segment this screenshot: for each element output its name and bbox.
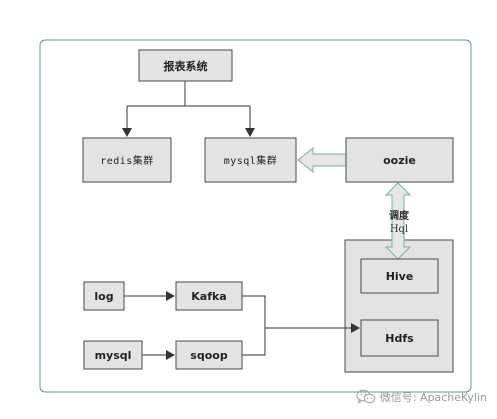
node-label: Hive bbox=[386, 270, 414, 283]
node-hdfs[interactable]: Hdfs bbox=[360, 319, 439, 357]
node-label: mysql bbox=[95, 349, 132, 362]
node-label: oozie bbox=[383, 154, 416, 167]
node-mysql-cluster[interactable]: mysql集群 bbox=[204, 137, 297, 183]
node-oozie[interactable]: oozie bbox=[345, 137, 454, 183]
watermark: 微信号: ApacheKylin bbox=[356, 389, 487, 405]
node-label: mysql集群 bbox=[224, 154, 278, 167]
node-report-system[interactable]: 报表系统 bbox=[138, 49, 233, 82]
node-log[interactable]: log bbox=[83, 281, 125, 311]
watermark-text: 微信号: ApacheKylin bbox=[379, 391, 487, 404]
node-label: Hdfs bbox=[385, 332, 414, 345]
node-label: sqoop bbox=[190, 349, 228, 362]
node-sqoop[interactable]: sqoop bbox=[175, 340, 243, 370]
node-label: redis集群 bbox=[100, 154, 154, 167]
node-label: log bbox=[94, 290, 113, 303]
node-label: Kafka bbox=[191, 290, 226, 303]
wechat-icon bbox=[356, 389, 376, 404]
node-hive[interactable]: Hive bbox=[360, 258, 439, 294]
node-label: 报表系统 bbox=[164, 59, 208, 73]
node-mysql[interactable]: mysql bbox=[83, 340, 143, 370]
node-redis-cluster[interactable]: redis集群 bbox=[82, 137, 172, 183]
node-kafka[interactable]: Kafka bbox=[175, 281, 243, 311]
schedule-label: 调度 bbox=[389, 209, 410, 222]
connectors bbox=[122, 80, 360, 360]
connector-kafka-merge bbox=[242, 295, 266, 356]
hql-label: Hql bbox=[390, 224, 408, 235]
